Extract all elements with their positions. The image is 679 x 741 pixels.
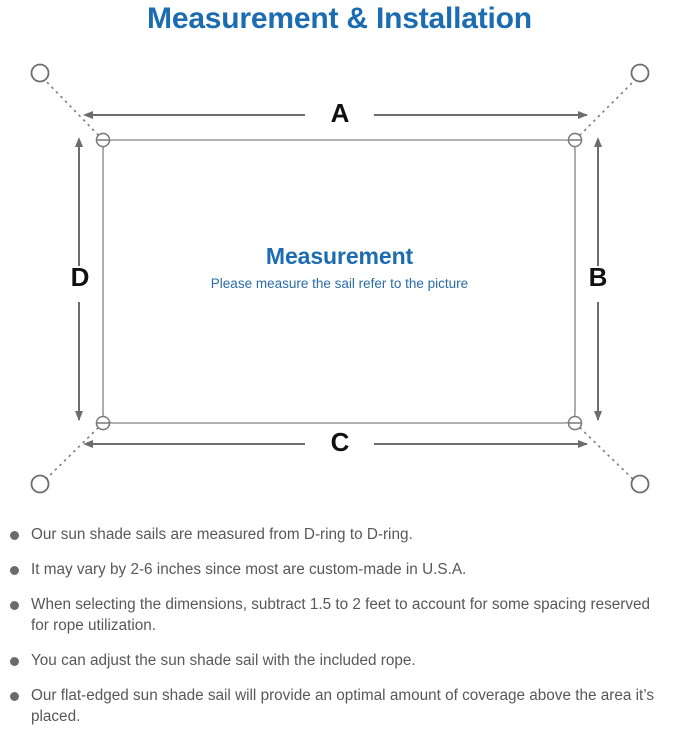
- note-text: Our flat-edged sun shade sail will provi…: [31, 687, 655, 725]
- bullet-icon: [10, 531, 19, 540]
- dimension-label-c: C: [330, 427, 350, 457]
- rope-line-bottom-right: [574, 422, 639, 485]
- d-ring-top-left: [95, 132, 111, 148]
- anchor-point-top-right: [630, 63, 650, 83]
- list-item: You can adjust the sun shade sail with t…: [0, 650, 679, 671]
- rope-line-bottom-left: [40, 422, 104, 485]
- anchor-point-top-left: [30, 63, 50, 83]
- dimension-label-d: D: [70, 262, 90, 292]
- d-ring-bottom-left: [95, 415, 111, 431]
- note-text: It may vary by 2-6 inches since most are…: [31, 561, 467, 578]
- sail-panel: [102, 139, 576, 424]
- d-ring-bottom-right: [567, 415, 583, 431]
- bullet-icon: [10, 566, 19, 575]
- rope-line-top-left: [41, 76, 104, 141]
- note-text: Our sun shade sails are measured from D-…: [31, 526, 413, 543]
- note-text: When selecting the dimensions, subtract …: [31, 596, 651, 634]
- anchor-point-bottom-right: [630, 474, 650, 494]
- bullet-icon: [10, 601, 19, 610]
- list-item: Our flat-edged sun shade sail will provi…: [0, 685, 679, 727]
- note-text: You can adjust the sun shade sail with t…: [31, 652, 416, 669]
- page-title: Measurement & Installation: [147, 2, 532, 35]
- notes-list: Our sun shade sails are measured from D-…: [0, 524, 679, 741]
- anchor-point-bottom-left: [30, 474, 50, 494]
- d-ring-top-right: [567, 132, 583, 148]
- bullet-icon: [10, 657, 19, 666]
- dimension-label-b: B: [588, 262, 608, 292]
- shade-sail-diagram: [30, 63, 650, 494]
- dimension-label-a: A: [330, 98, 350, 128]
- list-item: When selecting the dimensions, subtract …: [0, 594, 679, 636]
- bullet-icon: [10, 692, 19, 701]
- list-item: Our sun shade sails are measured from D-…: [0, 524, 679, 545]
- rope-line-top-right: [574, 76, 639, 141]
- list-item: It may vary by 2-6 inches since most are…: [0, 559, 679, 580]
